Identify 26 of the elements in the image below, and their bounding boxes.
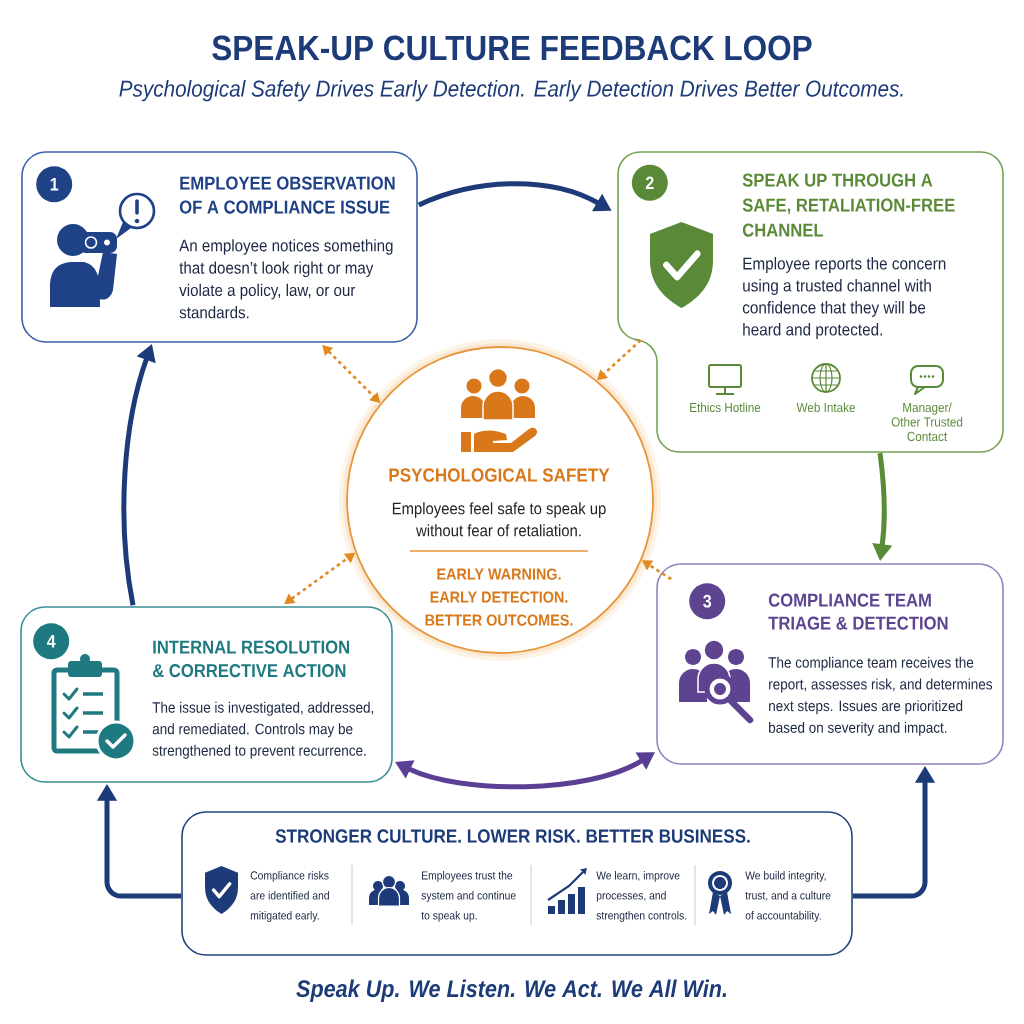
step-heading: EMPLOYEE OBSERVATION OF A COMPLIANCE ISSUE: [179, 176, 395, 214]
benefit-text: We build integrity, trust, and a culture of accountability.: [745, 871, 831, 922]
step-description: The issue is investigated, addressed, and remediated. Controls may be strengthened to prevent recurrence.: [152, 701, 374, 759]
circle-heading: PSYCHOLOGICAL SAFETY: [389, 468, 610, 482]
step-description: The compliance team receives the report, assesses risk, and determines next steps. Issues are prioritized based on severity and impact.: [768, 656, 993, 736]
channel-label: Ethics Hotline: [690, 402, 761, 413]
benefit-text: We learn, improve processes, and strengthen controls.: [596, 871, 687, 922]
step-heading: COMPLIANCE TEAM TRIAGE & DETECTION: [768, 593, 948, 630]
title: SPEAK-UP CULTURE FEEDBACK LOOP: [212, 35, 812, 61]
number-badge: 1: [36, 166, 73, 203]
number-badge: 4: [33, 623, 70, 660]
footer-slogan: Speak Up. We Listen. We Act. We All Win.: [296, 979, 727, 1002]
circle-tagline: EARLY WARNING. EARLY DETECTION. BETTER OUTCOMES.: [425, 568, 573, 626]
benefit-text: Compliance risks are identified and mitigated early.: [250, 871, 329, 922]
benefit-text: Employees trust the system and continue to speak up.: [421, 871, 516, 922]
step-description: An employee notices something that doesn’t look right or may violate a policy, law, or our standards.: [179, 239, 393, 319]
step-heading: SPEAK UP THROUGH A SAFE, RETALIATION-FREE CHANNEL: [742, 173, 955, 237]
step-heading: INTERNAL RESOLUTION & CORRECTIVE ACTION: [152, 640, 349, 678]
number-badge: 2: [631, 164, 668, 201]
subtitle: Psychological Safety Drives Early Detection. Early Detection Drives Better Outcomes.: [119, 79, 903, 102]
circle-description: Employees feel safe to speak up without fear of retaliation.: [392, 502, 606, 537]
channel-label: Manager/ Other Trusted Contact: [891, 402, 963, 442]
banner-heading: STRONGER CULTURE. LOWER RISK. BETTER BUSINESS.: [275, 829, 750, 843]
number-badge: 3: [689, 583, 726, 620]
channel-label: Web Intake: [796, 402, 855, 413]
step-description: Employee reports the concern using a trusted channel with confidence that they will be heard and protected.: [742, 257, 946, 339]
